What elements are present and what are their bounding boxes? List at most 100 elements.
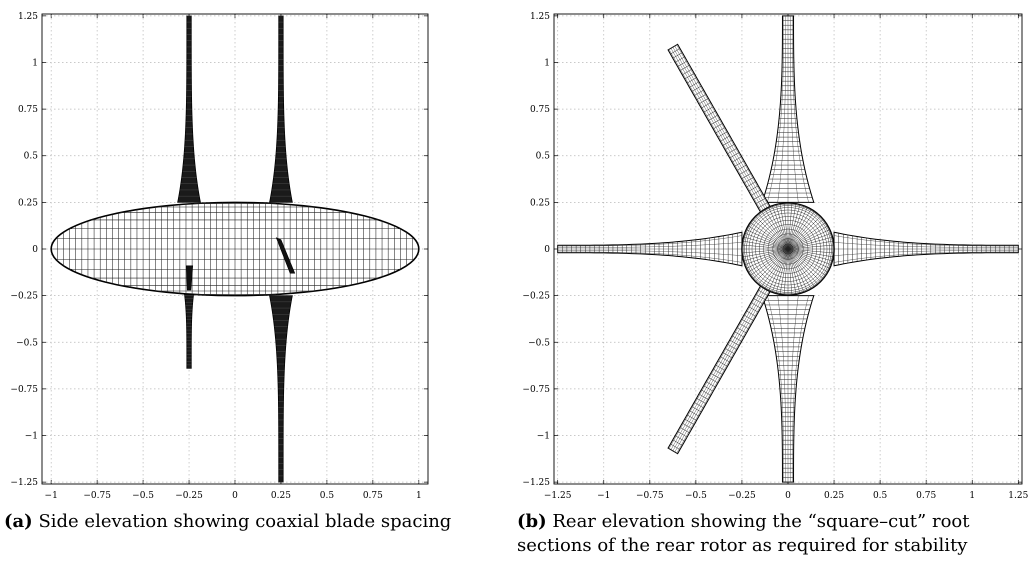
- b-blade-top-mesh-span: [790, 15, 799, 203]
- b-hub-mesh-spoke: [772, 248, 789, 293]
- b-xtick-label: −0.25: [728, 491, 756, 500]
- b-hub-mesh-spoke: [787, 248, 830, 269]
- b-hub-mesh-ring: [777, 238, 799, 260]
- b-hub-mesh-spoke: [768, 207, 789, 250]
- b-hub-mesh-spoke: [783, 248, 789, 295]
- b-hub-mesh-spoke: [761, 211, 789, 250]
- a-axes-frame: [41, 13, 429, 485]
- a-xtick-label: 1: [416, 491, 422, 500]
- a-ytick-label: 1: [32, 58, 38, 68]
- a-ytick-label: −0.25: [10, 292, 38, 302]
- b-xtick-label: −1: [597, 491, 610, 500]
- b-hub-mesh-spoke: [750, 248, 789, 276]
- b-hub-mesh-spoke: [743, 248, 789, 262]
- a-ytick-label: 0.75: [18, 105, 38, 115]
- figure-b-caption-text: Rear elevation showing the “square–cut” …: [517, 511, 970, 556]
- b-blade-lower-left-mesh-span: [672, 284, 768, 452]
- b-blade-top-mesh-span: [767, 15, 784, 203]
- a-xtick-label: −0.25: [175, 491, 203, 500]
- b-hub-mesh-spoke: [747, 225, 789, 250]
- b-hub-mesh-spoke: [787, 236, 833, 250]
- b-blade-upper-left-mesh-span: [674, 45, 770, 213]
- b-hub-mesh-spoke: [787, 248, 824, 279]
- a-ytick-label: 0: [32, 245, 38, 255]
- b-blade-bottom-mesh-span: [790, 295, 799, 483]
- a-blade-root-front: [185, 265, 194, 291]
- b-hub-mesh-spoke: [758, 213, 789, 250]
- b-blade-bottom-mesh-span: [792, 295, 809, 483]
- b-hub-mesh-spoke: [787, 225, 829, 250]
- figure-a-caption-text: Side elevation showing coaxial blade spa…: [38, 511, 452, 532]
- b-xtick-label: −0.5: [685, 491, 707, 500]
- b-ytick-label: 0.5: [536, 152, 551, 162]
- b-hub-mesh-spoke: [787, 248, 818, 285]
- b-blade-lower-left: [667, 281, 774, 455]
- b-xtick-label: 1: [969, 491, 975, 500]
- b-hub-mesh-spoke: [747, 248, 789, 273]
- b-xtick-label: −1.25: [544, 491, 572, 500]
- b-hub-mesh-spoke: [787, 248, 815, 287]
- b-axes-frame: [553, 13, 1023, 485]
- a-blade-root-rear: [275, 237, 296, 274]
- b-hub-mesh-spoke: [779, 248, 789, 295]
- b-hub-mesh-spoke: [775, 248, 789, 294]
- b-hub-mesh-ring: [742, 203, 834, 295]
- b-blade-upper-left: [667, 43, 774, 217]
- b-hub-mesh-spoke: [787, 248, 793, 295]
- b-hub-mesh-spoke: [744, 248, 789, 265]
- b-blade-top-mesh-span: [792, 15, 809, 203]
- b-hub-mesh-ring: [763, 224, 813, 274]
- b-blade-upper-left-mesh-span: [670, 48, 766, 215]
- b-hub-mesh-ring: [759, 220, 817, 278]
- b-blade-top: [761, 15, 815, 203]
- b-hub-mesh-spoke: [787, 204, 801, 250]
- b-hub-mesh-spoke: [787, 248, 797, 295]
- b-ytick-label: −1.25: [522, 478, 550, 488]
- b-hub-mesh-spoke: [742, 248, 789, 258]
- b-hub-mesh-spoke: [787, 248, 834, 254]
- b-hub: [741, 202, 835, 296]
- b-ytick-label: −1: [537, 432, 550, 442]
- b-hub-mesh-spoke: [787, 219, 824, 250]
- b-blade-left-mesh-span: [557, 251, 742, 263]
- b-hub-mesh-spoke: [750, 222, 789, 250]
- b-blade-upper-left-mesh-span: [672, 47, 768, 214]
- b-hub-mesh-ring: [742, 203, 834, 295]
- b-hub-mesh-ring: [767, 228, 809, 270]
- b-blade-right-mesh-span: [834, 235, 1019, 247]
- b-hub-mesh-spoke: [779, 203, 789, 250]
- b-hub-mesh-spoke: [742, 244, 789, 250]
- b-hub-mesh-spoke: [758, 248, 789, 285]
- b-hub-mesh-spoke: [752, 219, 789, 250]
- a-ytick-label: 0.5: [24, 152, 39, 162]
- b-blade-bottom-mesh-span: [777, 295, 786, 483]
- b-hub-mesh-spoke: [743, 236, 789, 250]
- b-hub-mesh-spoke: [787, 203, 793, 250]
- b-hub-mesh-spoke: [768, 248, 789, 291]
- a-ytick-label: 0.25: [18, 198, 38, 208]
- b-hub-mesh-spoke: [761, 248, 789, 287]
- b-xtick-label: 0.75: [916, 491, 936, 500]
- b-hub-mesh-spoke: [787, 222, 826, 250]
- b-ytick-label: 0.25: [530, 198, 550, 208]
- b-hub-mesh-ring: [751, 212, 825, 286]
- b-hub-mesh-spoke: [787, 248, 801, 294]
- b-blade-left-mesh-span: [557, 242, 742, 248]
- b-blade-lower-left-mesh-span: [668, 282, 765, 449]
- b-hub-mesh-spoke: [787, 248, 833, 262]
- b-xtick-label: −0.75: [636, 491, 664, 500]
- b-hub-mesh-ring: [744, 205, 832, 293]
- b-hub-mesh-spoke: [764, 248, 789, 290]
- b-blade-upper-left-mesh-span: [676, 44, 772, 212]
- b-xtick-label: 0: [785, 491, 791, 500]
- b-hub-mesh-spoke: [787, 208, 812, 250]
- b-ytick-label: −0.75: [522, 385, 550, 395]
- b-hub-mesh-spoke: [787, 248, 812, 290]
- b-blade-lower-left-mesh-span: [670, 283, 766, 450]
- a-blade-3: [269, 295, 293, 483]
- b-ytick-label: 0: [544, 245, 550, 255]
- b-hub-mesh-spoke: [755, 248, 789, 282]
- a-xtick-label: 0.25: [271, 491, 291, 500]
